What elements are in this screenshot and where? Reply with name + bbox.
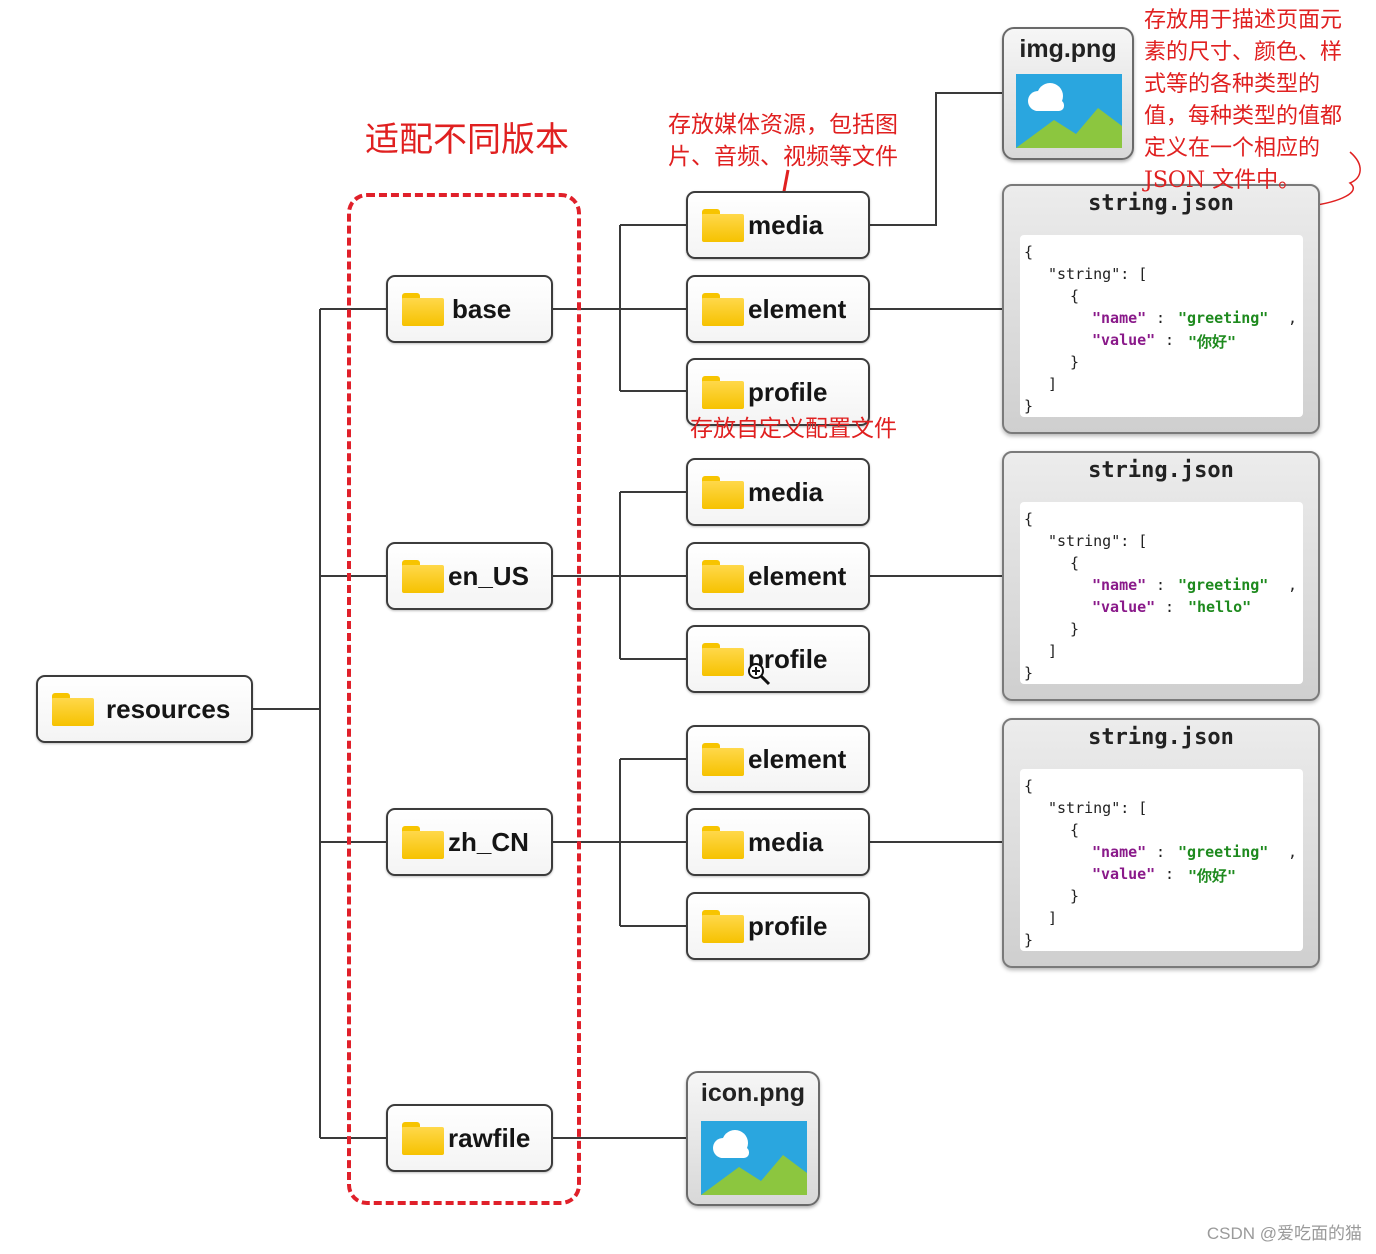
- en-us-element-node[interactable]: element: [686, 542, 870, 610]
- json-title: string.json: [1088, 458, 1234, 483]
- rawfile-label: rawfile: [448, 1122, 531, 1153]
- base-media-node[interactable]: media: [686, 191, 870, 259]
- element-note-line: 值，每种类型的值都: [1144, 104, 1343, 129]
- icon-png-card[interactable]: icon.png: [686, 1071, 820, 1206]
- folder-icon: [702, 476, 744, 509]
- resources-label: resources: [106, 693, 231, 724]
- child-label: profile: [748, 910, 828, 941]
- child-label: element: [748, 743, 847, 774]
- img-png-title: img.png: [1019, 35, 1117, 63]
- en-us-media-node[interactable]: media: [686, 458, 870, 526]
- icon-png-title: icon.png: [700, 1079, 806, 1107]
- media-note-line1: 存放媒体资源，包括图: [668, 112, 898, 138]
- folder-icon: [702, 376, 744, 409]
- zh-cn-media-node[interactable]: media: [686, 808, 870, 876]
- json-code-block: { "string": [ { "name":"greeting", "valu…: [1020, 769, 1303, 951]
- json-title: string.json: [1088, 191, 1234, 216]
- base-label: base: [452, 293, 512, 324]
- child-label: profile: [748, 376, 828, 407]
- element-note-pointer: [1309, 151, 1361, 207]
- qualifier-dashed-frame: [347, 193, 581, 1205]
- base-node[interactable]: base: [386, 275, 553, 343]
- folder-icon: [702, 293, 744, 326]
- base-element-node[interactable]: element: [686, 275, 870, 343]
- element-note-line: 素的尺寸、颜色、样: [1144, 40, 1343, 65]
- element-note-line: 存放用于描述页面元: [1144, 8, 1343, 33]
- folder-icon: [52, 693, 94, 726]
- zh-cn-label: zh_CN: [448, 826, 529, 857]
- base-profile-node[interactable]: profile: [686, 358, 870, 426]
- img-png-card[interactable]: img.png: [1002, 27, 1134, 160]
- folder-icon: [402, 560, 444, 593]
- folder-icon: [702, 560, 744, 593]
- folder-icon: [402, 826, 444, 859]
- folder-icon: [702, 643, 744, 676]
- rawfile-node[interactable]: rawfile: [386, 1104, 553, 1172]
- zh-cn-profile-node[interactable]: profile: [686, 892, 870, 960]
- child-label: element: [748, 560, 847, 591]
- child-label: media: [748, 826, 824, 857]
- zh-cn-node[interactable]: zh_CN: [386, 808, 553, 876]
- folder-icon: [702, 743, 744, 776]
- json-title: string.json: [1088, 725, 1234, 750]
- folder-icon: [702, 826, 744, 859]
- string-json-card-en-us[interactable]: string.json { "string": [ { "name":"gree…: [1002, 451, 1320, 701]
- json-code-block: { "string": [ { "name":"greeting", "valu…: [1020, 502, 1303, 684]
- zoom-cursor-icon: [748, 663, 771, 686]
- folder-icon: [402, 1122, 444, 1155]
- string-json-card-base[interactable]: string.json { "string": [ { "name":"gree…: [1002, 184, 1320, 434]
- en-us-node[interactable]: en_US: [386, 542, 553, 610]
- en-us-profile-node[interactable]: profile: [686, 625, 870, 693]
- child-label: element: [748, 293, 847, 324]
- zh-cn-element-node[interactable]: element: [686, 725, 870, 793]
- image-file-icon: [1016, 74, 1122, 148]
- child-label: media: [748, 476, 824, 507]
- string-json-card-zh-cn[interactable]: string.json { "string": [ { "name":"gree…: [1002, 718, 1320, 968]
- watermark: CSDN @爱吃面的猫: [1206, 1224, 1362, 1243]
- image-file-icon: [701, 1121, 807, 1195]
- json-code-block: { "string": [ { "name":"greeting", "valu…: [1020, 235, 1303, 417]
- element-note-line: JSON 文件中。: [1144, 168, 1301, 193]
- resources-node[interactable]: resources: [36, 675, 253, 743]
- folder-icon: [402, 293, 444, 326]
- folder-icon: [702, 209, 744, 242]
- profile-note: 存放自定义配置文件: [690, 416, 897, 442]
- element-note-line: 定义在一个相应的: [1144, 136, 1321, 161]
- media-note-line2: 片、音频、视频等文件: [668, 144, 898, 170]
- element-note-line: 式等的各种类型的: [1144, 72, 1321, 97]
- qualifier-annotation: 适配不同版本: [365, 120, 569, 160]
- en-us-label: en_US: [448, 560, 529, 591]
- child-label: media: [748, 209, 824, 240]
- folder-icon: [702, 910, 744, 943]
